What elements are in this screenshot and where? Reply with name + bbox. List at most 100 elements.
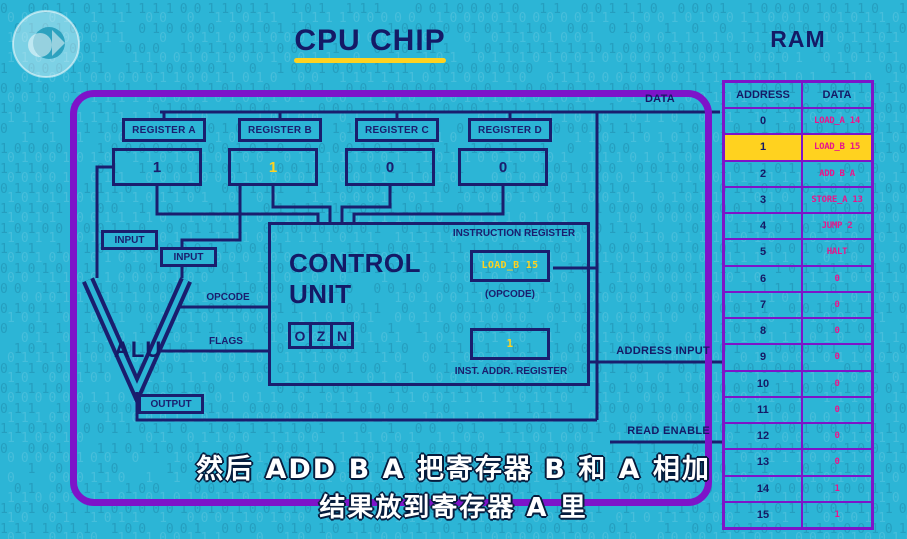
ram-address-cell: 4: [725, 214, 803, 239]
wire-register-b-to-cu: [271, 186, 332, 224]
ram-data-cell: ADD B A: [819, 168, 855, 179]
register-label: REGISTER D: [468, 118, 552, 142]
inst-addr-register-label: INST. ADDR. REGISTER: [454, 366, 568, 377]
inst-addr-register-value: 1: [470, 328, 550, 360]
cpu-chip-outline: [70, 90, 712, 506]
ram-address-cell: 12: [725, 424, 803, 449]
control-unit-line2: UNIT: [289, 279, 352, 309]
register-value: 1: [112, 148, 202, 186]
register-label: REGISTER B: [238, 118, 322, 142]
register-d: REGISTER D 0: [458, 118, 552, 186]
ram-data-cell: 0: [834, 431, 840, 442]
wire-register-a-to-cu: [155, 186, 320, 224]
ram-row: 5 HALT: [725, 238, 871, 265]
ram-address-cell: 0: [725, 109, 803, 134]
ram-address-cell: 7: [725, 292, 803, 317]
ram-row: 0 LOAD_A 14: [725, 109, 871, 134]
ram-data-cell: JUMP 2: [821, 221, 853, 232]
ram-row: 13 0: [725, 448, 871, 475]
title-underline: [294, 58, 446, 63]
ram-address-cell: 11: [725, 397, 803, 422]
ram-address-cell: 1: [725, 135, 803, 160]
ram-address-cell: 8: [725, 319, 803, 344]
register-label: REGISTER A: [122, 118, 206, 142]
ram-data-cell: 0: [834, 404, 840, 415]
ram-data-cell: 0: [834, 299, 840, 310]
wire-alu-input1: [95, 165, 112, 278]
ram-data-cell: 0: [834, 326, 840, 337]
ram-data-cell: 0: [834, 273, 840, 284]
ram-data-cell: HALT: [826, 247, 848, 258]
ram-header-data: DATA: [822, 89, 852, 101]
register-value: 0: [458, 148, 548, 186]
alu-v-inner: [85, 278, 189, 397]
alu-label: ALU: [114, 337, 163, 362]
ram-address-cell: 6: [725, 266, 803, 291]
ram-table-header: ADDRESS DATA: [725, 83, 871, 109]
register-value: 1: [228, 148, 318, 186]
ram-address-cell: 3: [725, 187, 803, 212]
ram-row: 12 0: [725, 422, 871, 449]
ram-data-cell: 0: [834, 352, 840, 363]
alu-input2-label: INPUT: [160, 247, 217, 267]
ram-row: 10 0: [725, 369, 871, 396]
read-enable-label: READ ENABLE: [627, 425, 710, 437]
control-unit-box: [268, 222, 590, 386]
ram-address-cell: 10: [725, 371, 803, 396]
ram-row: 4 JUMP 2: [725, 212, 871, 239]
ram-row: 3 STORE_A 13: [725, 185, 871, 212]
control-unit-line1: CONTROL: [289, 248, 422, 278]
flags-wire-label: FLAGS: [209, 336, 243, 347]
flag-box-n: N: [330, 322, 354, 349]
register-b: REGISTER B 1: [228, 118, 322, 186]
instruction-register-value: LOAD_B 15: [470, 250, 550, 282]
ram-title: RAM: [770, 26, 826, 52]
ram-address-cell: 15: [725, 502, 803, 527]
pbs-logo: [12, 10, 80, 78]
ram-header-address: ADDRESS: [725, 83, 803, 107]
data-bus-label: DATA: [644, 93, 676, 105]
address-input-label: ADDRESS INPUT: [616, 345, 710, 357]
ram-data-cell: 0: [834, 378, 840, 389]
ram-row: 2 ADD B A: [725, 159, 871, 186]
ram-row: 15 1: [725, 500, 871, 527]
register-a: REGISTER A 1: [112, 118, 206, 186]
subtitle-line1: 然后 ADD B A 把寄存器 B 和 A 相加: [196, 454, 711, 485]
wire-register-c-to-cu: [340, 186, 392, 224]
wire-register-d-to-cu: [352, 186, 505, 224]
alu-input1-label: INPUT: [101, 230, 158, 250]
opcode-sublabel: (OPCODE): [485, 289, 535, 300]
control-unit-title: CONTROL UNIT: [289, 248, 421, 310]
ram-row: 11 0: [725, 395, 871, 422]
instruction-register-label: INSTRUCTION REGISTER: [452, 228, 576, 239]
page-title: CPU CHIP: [294, 24, 446, 57]
ram-data-cell: 1: [834, 483, 840, 494]
ram-data-cell: 0: [834, 457, 840, 468]
ram-address-cell: 14: [725, 476, 803, 501]
wire-alu-output: [135, 392, 597, 422]
register-label: REGISTER C: [355, 118, 439, 142]
register-value: 0: [345, 148, 435, 186]
alu-output-label: OUTPUT: [138, 394, 204, 414]
ram-data-cell: STORE_A 13: [811, 194, 863, 205]
ram-data-cell: 1: [834, 509, 840, 520]
ram-row: 14 1: [725, 474, 871, 501]
ram-address-cell: 13: [725, 450, 803, 475]
ram-address-cell: 5: [725, 240, 803, 265]
register-c: REGISTER C 0: [345, 118, 439, 186]
wire-register-stubs: [162, 112, 512, 120]
subtitle-line2: 结果放到寄存器 A 里: [319, 493, 588, 523]
ram-data-cell: LOAD_A 14: [813, 116, 861, 127]
ram-address-cell: 2: [725, 161, 803, 186]
ram-address-cell: 9: [725, 345, 803, 370]
